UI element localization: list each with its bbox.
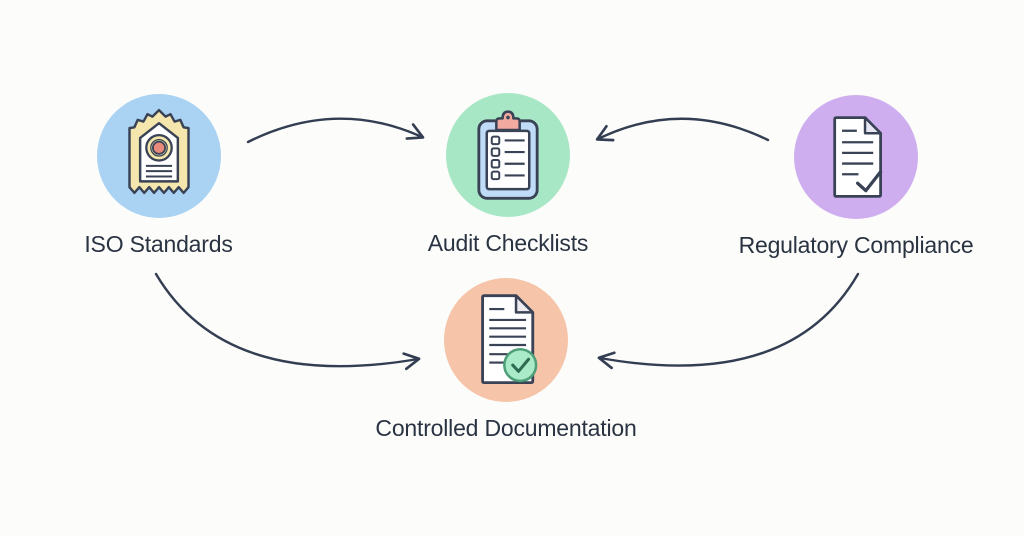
document-check-icon [833, 116, 883, 198]
node-label-controlled-documentation: Controlled Documentation [375, 415, 637, 441]
node-regulatory-compliance: Regulatory Compliance [706, 95, 1006, 259]
regulatory-compliance-circle [794, 95, 918, 219]
node-label-regulatory-compliance: Regulatory Compliance [738, 232, 974, 258]
iso-standards-circle [96, 94, 221, 218]
audit-checklists-circle [446, 93, 570, 217]
node-label-audit-checklists: Audit Checklists [427, 230, 589, 256]
clipboard-checklist-icon [477, 110, 539, 200]
node-label-iso-standards: ISO Standards [84, 231, 233, 257]
node-controlled-documentation: Controlled Documentation [346, 278, 666, 442]
document-verified-badge-icon [481, 294, 538, 385]
node-audit-checklists: Audit Checklists [398, 93, 618, 257]
controlled-documentation-circle [444, 278, 568, 402]
certificate-icon [127, 108, 190, 195]
node-iso-standards: ISO Standards [48, 94, 269, 258]
arrow-iso-to-audit [246, 117, 425, 144]
